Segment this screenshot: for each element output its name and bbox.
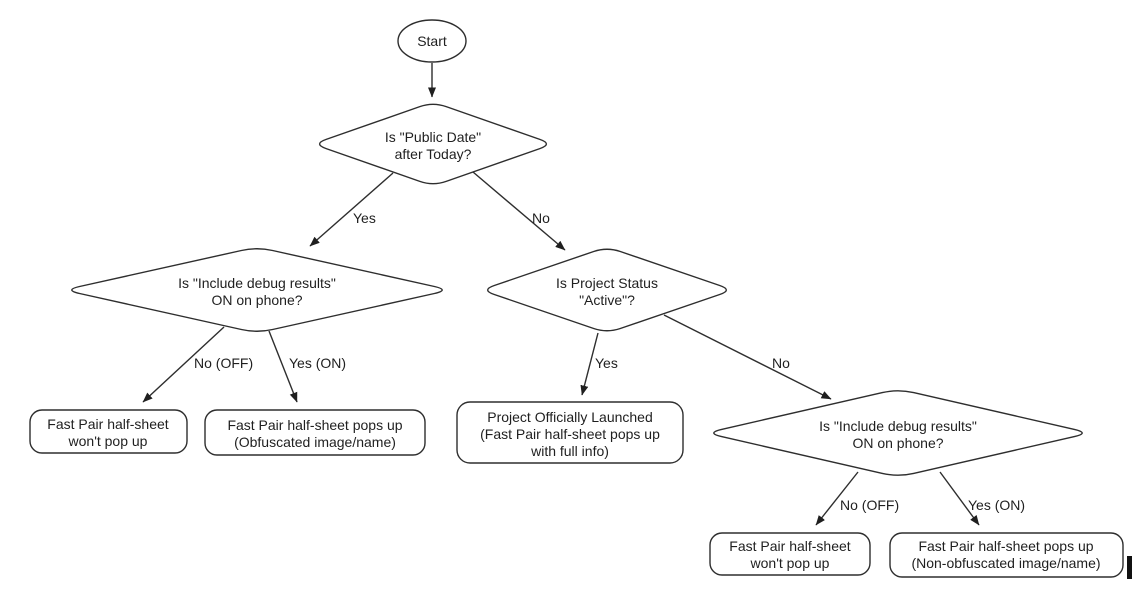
start-ellipse [397, 19, 467, 63]
decision-debug-right: Is "Include debug results" ON on phone? [713, 390, 1083, 476]
decision-project-status: Is Project Status "Active"? [486, 248, 728, 332]
decision-public-date: Is "Public Date" after Today? [318, 103, 548, 185]
outcome-left-obfuscated-line1: Fast Pair half-sheet pops up [227, 417, 402, 433]
decision-debug-left: Is "Include debug results" ON on phone? [71, 248, 443, 332]
outcome-right-no-popup-line2: won't pop up [750, 555, 830, 571]
decision-debug-right-shape [713, 390, 1083, 476]
decision-project-status-line2: "Active"? [579, 292, 635, 308]
arrow-debug-left-no [142, 326, 225, 403]
arrow-public-date-no [472, 171, 566, 251]
outcome-left-no-popup: Fast Pair half-sheet won't pop up [29, 409, 188, 454]
outcome-left-obfuscated: Fast Pair half-sheet pops up (Obfuscated… [204, 409, 426, 456]
decision-debug-left-line1: Is "Include debug results" [178, 275, 336, 291]
arrow-status-no [663, 314, 832, 400]
outcome-left-no-popup-line2: won't pop up [68, 433, 148, 449]
outcome-left-no-popup-line1: Fast Pair half-sheet [47, 416, 168, 432]
edge-label-debug-left-yes: Yes (ON) [289, 355, 346, 371]
text-cursor-artifact [1127, 556, 1132, 579]
arrow-debug-left-yes [268, 330, 298, 403]
arrow-debug-right-no [815, 471, 859, 526]
decision-public-date-line1: Is "Public Date" [385, 129, 481, 145]
outcome-right-no-popup-line1: Fast Pair half-sheet [729, 538, 850, 554]
outcome-launched-line3: with full info) [530, 443, 609, 459]
outcome-right-non-obfuscated-line1: Fast Pair half-sheet pops up [918, 538, 1093, 554]
edge-label-status-no: No [772, 355, 790, 371]
start-node: Start [397, 19, 467, 63]
edge-label-debug-left-no: No (OFF) [194, 355, 253, 371]
decision-debug-left-shape [71, 248, 443, 332]
decision-project-status-line1: Is Project Status [556, 275, 658, 291]
edge-label-public-date-yes: Yes [353, 210, 376, 226]
outcome-left-no-popup-box [29, 409, 188, 454]
arrow-public-date-yes [309, 172, 394, 247]
outcome-launched-box [456, 401, 684, 464]
outcome-right-non-obfuscated-line2: (Non-obfuscated image/name) [911, 555, 1100, 571]
connectors [142, 63, 980, 526]
edge-label-debug-right-yes: Yes (ON) [968, 497, 1025, 513]
edge-label-debug-right-no: No (OFF) [840, 497, 899, 513]
decision-debug-right-line1: Is "Include debug results" [819, 418, 977, 434]
outcome-launched-line2: (Fast Pair half-sheet pops up [480, 426, 660, 442]
decision-public-date-line2: after Today? [395, 146, 472, 162]
outcome-launched-line1: Project Officially Launched [487, 409, 653, 425]
arrow-debug-right-yes [939, 471, 980, 526]
outcome-right-non-obfuscated-box [889, 532, 1124, 578]
outcome-right-non-obfuscated: Fast Pair half-sheet pops up (Non-obfusc… [889, 532, 1124, 578]
decision-project-status-shape [486, 248, 728, 332]
decision-public-date-shape [318, 103, 548, 185]
decision-debug-left-line2: ON on phone? [211, 292, 302, 308]
arrow-status-yes [580, 332, 599, 396]
edge-label-status-yes: Yes [595, 355, 618, 371]
decision-debug-right-line2: ON on phone? [852, 435, 943, 451]
outcome-right-no-popup: Fast Pair half-sheet won't pop up [709, 532, 871, 576]
edge-labels: Yes No No (OFF) Yes (ON) Yes No No (OFF)… [194, 210, 1025, 513]
outcome-left-obfuscated-line2: (Obfuscated image/name) [234, 434, 396, 450]
edge-label-public-date-no: No [532, 210, 550, 226]
start-label: Start [417, 33, 447, 49]
outcome-left-obfuscated-box [204, 409, 426, 456]
outcome-launched: Project Officially Launched (Fast Pair h… [456, 401, 684, 464]
outcome-right-no-popup-box [709, 532, 871, 576]
